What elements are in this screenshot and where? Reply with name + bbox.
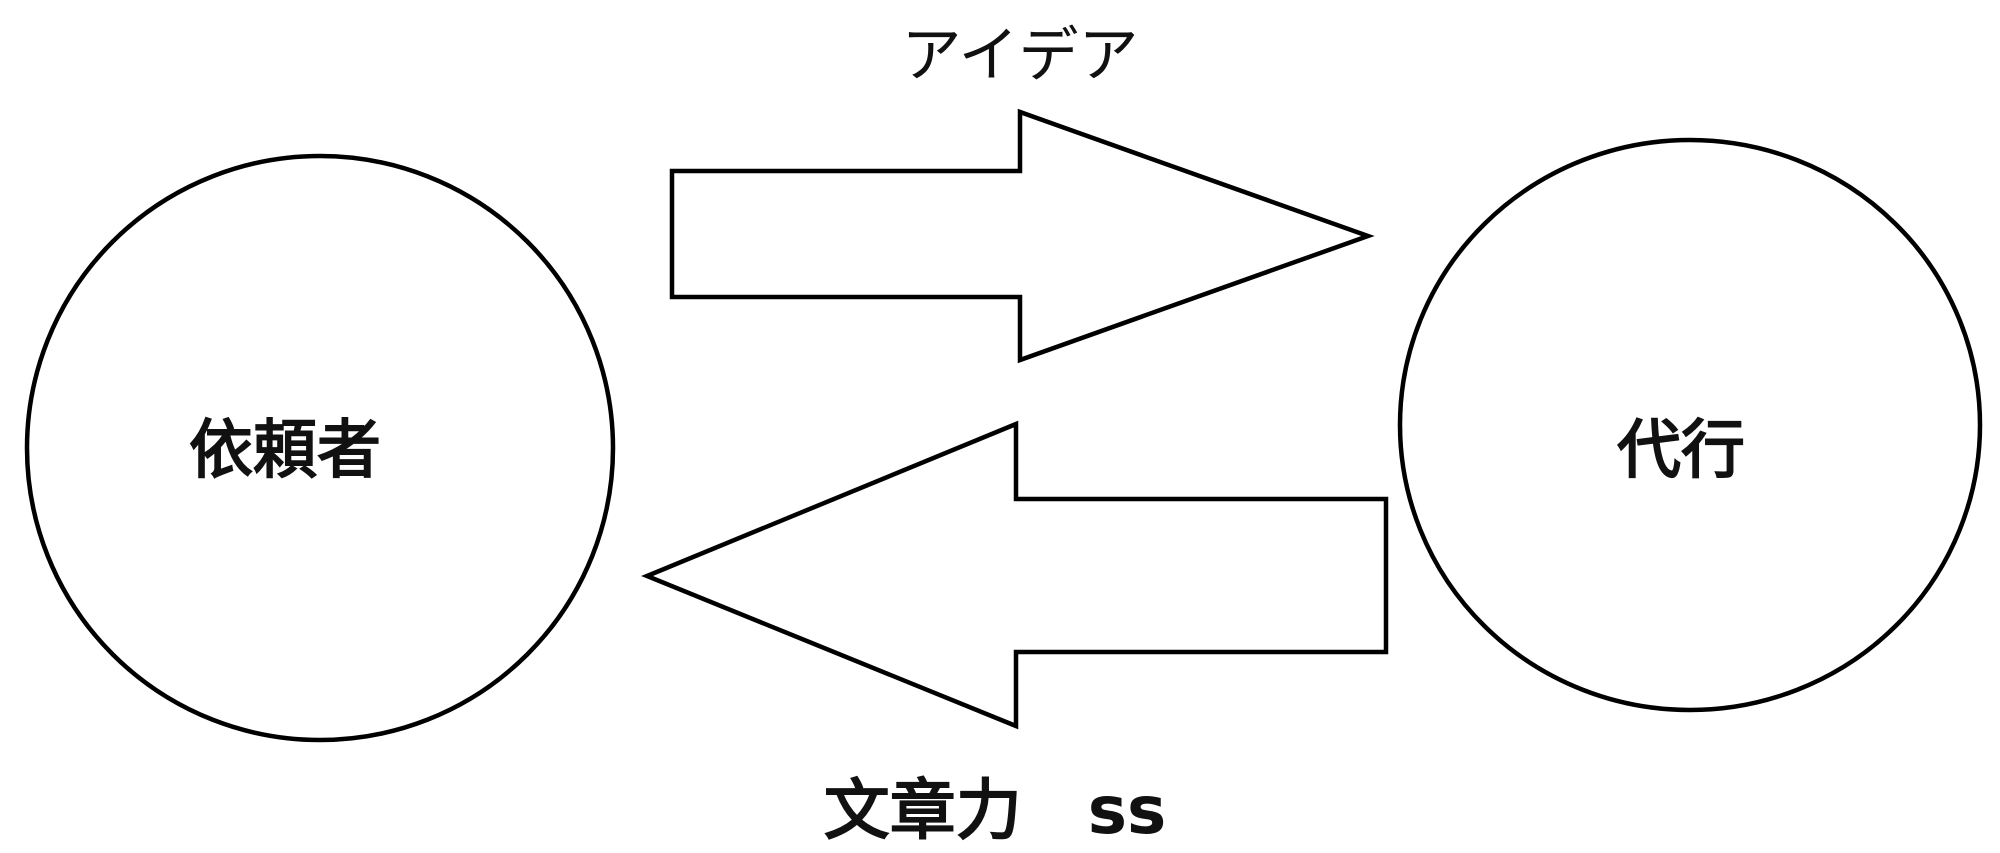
idea-arrow xyxy=(669,108,1375,364)
idea-arrow-label: アイデア xyxy=(902,21,1139,91)
agent-label: 代行 xyxy=(1616,414,1745,488)
writing-skill-arrow-label: 文章力 ss xyxy=(824,772,1167,849)
writing-skill-arrow xyxy=(641,420,1389,730)
agent-node xyxy=(1397,137,1983,713)
requester-label: 依頼者 xyxy=(189,414,381,488)
requester-node xyxy=(24,153,616,743)
